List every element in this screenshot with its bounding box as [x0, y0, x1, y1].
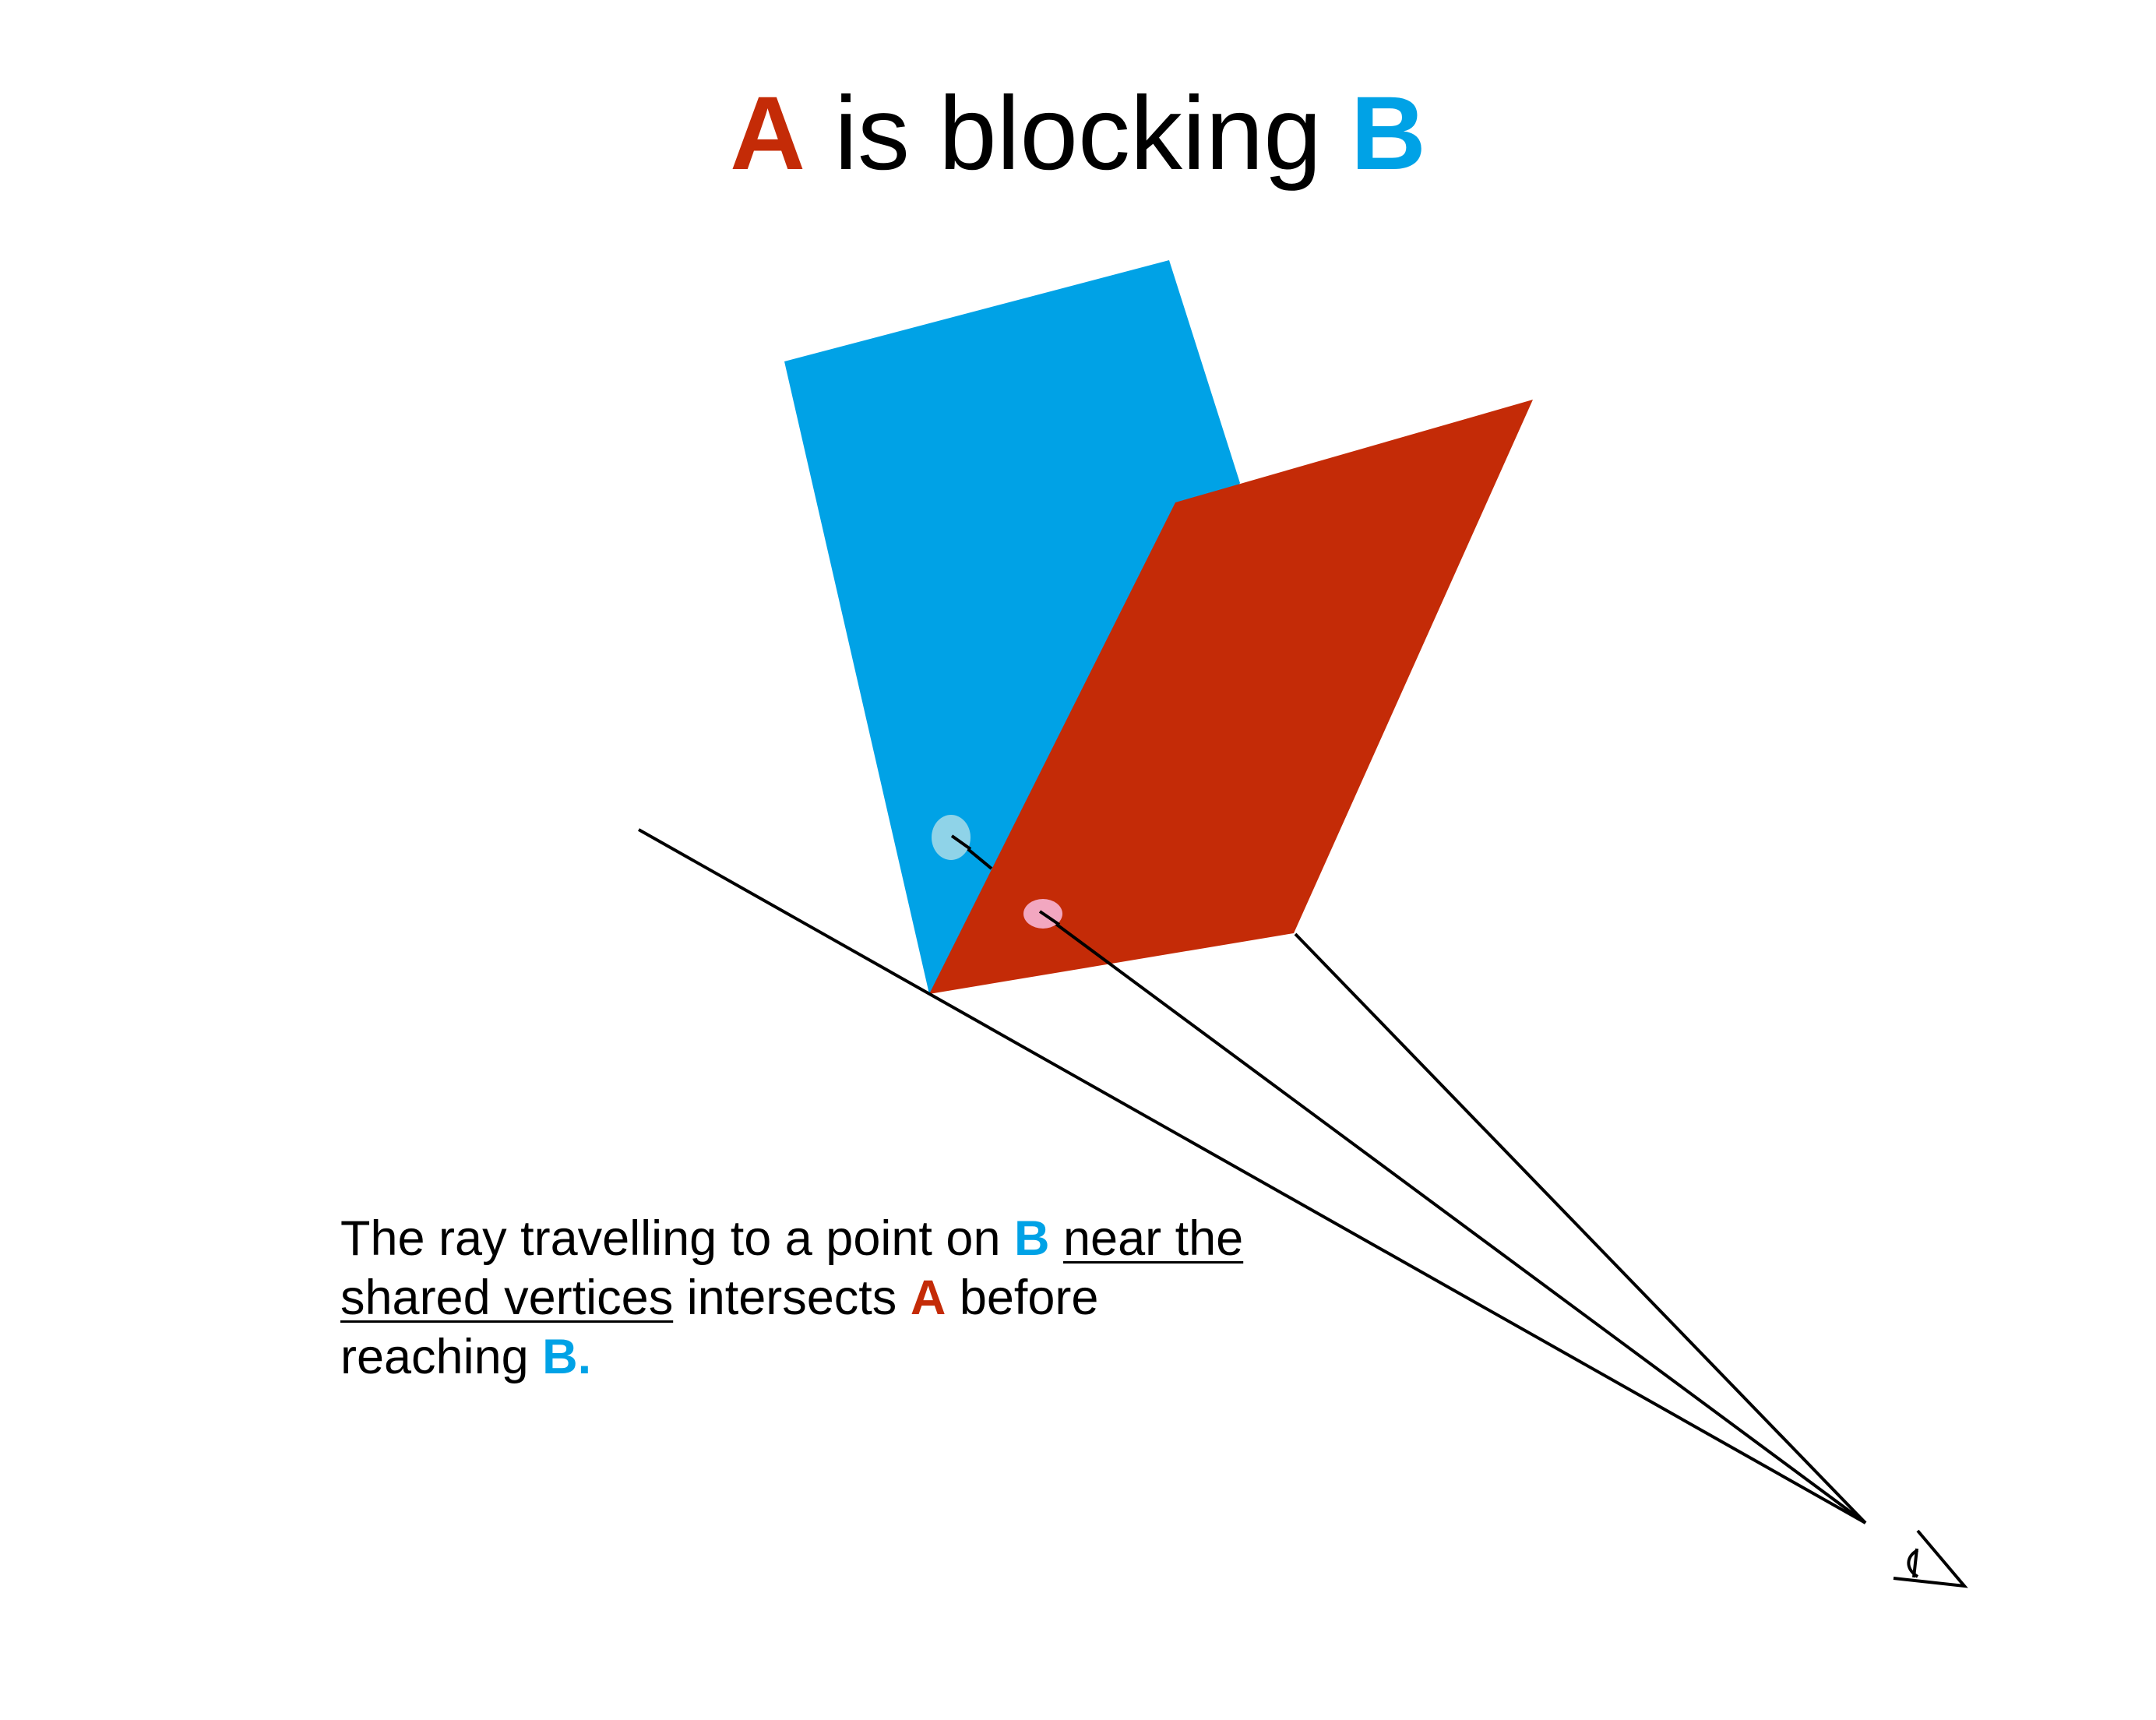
- eye-icon: [1893, 1529, 1968, 1588]
- title-label-b: B: [1351, 76, 1426, 192]
- title-label-a: A: [730, 76, 805, 192]
- ray-middle: [1041, 912, 1867, 1524]
- caption-underlined-text: near the shared vertices: [340, 1211, 1244, 1325]
- polygon-b: [784, 260, 1240, 994]
- caption-text-2: intersects: [673, 1271, 911, 1325]
- title-middle-text: is blocking: [805, 76, 1351, 192]
- point-on-a-ray-stub: [1038, 910, 1061, 926]
- ray-left: [638, 828, 1866, 1524]
- caption-space: [1050, 1211, 1064, 1266]
- point-on-b: [932, 815, 971, 860]
- polygon-a: [929, 400, 1533, 994]
- caption-label-b-end: B.: [542, 1330, 592, 1384]
- diagram-caption: The ray travelling to a point on B near …: [340, 1209, 1275, 1387]
- caption-text-3: before reaching: [340, 1271, 1099, 1384]
- diagram-title: A is blocking B: [0, 72, 2156, 196]
- point-on-b-ray-stub: [950, 834, 972, 851]
- caption-label-b: B: [1014, 1211, 1050, 1266]
- caption-label-a: A: [910, 1271, 946, 1325]
- ray-right: [1294, 932, 1867, 1524]
- caption-text-1: The ray travelling to a point on: [340, 1211, 1014, 1266]
